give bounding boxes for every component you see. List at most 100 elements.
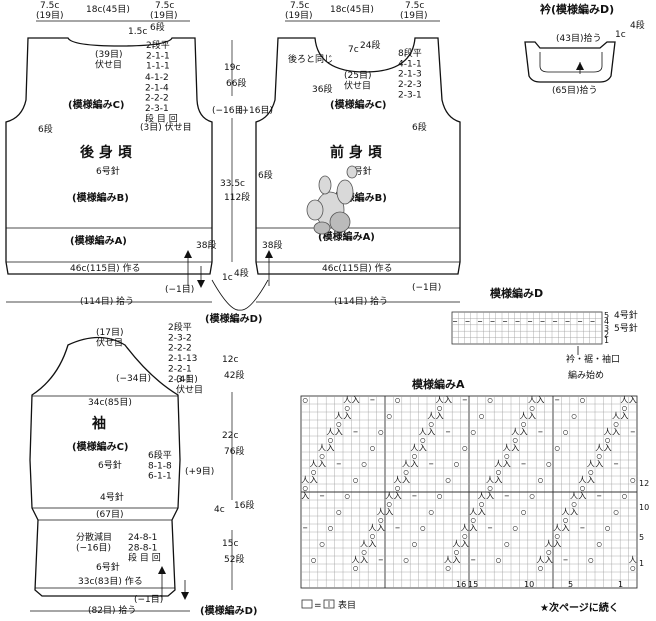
svg-text:○: ○ xyxy=(479,500,484,509)
pattern-d-title: 模様編みD xyxy=(490,286,543,300)
front-minus-one: (−1目) xyxy=(412,282,441,293)
back-top-left-sts: (19目) xyxy=(36,10,63,21)
svg-text:入: 入 xyxy=(427,428,435,437)
svg-text:−: − xyxy=(515,317,520,326)
svg-text:○: ○ xyxy=(303,484,308,493)
back-rib-rows: 38段 xyxy=(196,239,216,251)
svg-text:○: ○ xyxy=(320,540,325,549)
svg-text:○: ○ xyxy=(370,532,375,541)
sleeve-cap-bind2: (4目)伏せ目 xyxy=(176,374,203,395)
svg-text:○: ○ xyxy=(471,428,476,437)
svg-text:○: ○ xyxy=(336,420,341,429)
svg-text:−: − xyxy=(555,396,560,405)
svg-text:入: 入 xyxy=(368,540,376,549)
svg-text:入: 入 xyxy=(620,412,628,421)
sleeve-minus-one: (−1目) xyxy=(134,594,163,605)
pattern-a-note: ★次ページに続く xyxy=(540,601,619,614)
svg-text:人: 人 xyxy=(528,396,536,405)
svg-text:−: − xyxy=(580,524,585,533)
collar-outer-pickup: (65目)拾う xyxy=(552,84,597,96)
svg-text:○: ○ xyxy=(563,428,568,437)
svg-text:人: 人 xyxy=(587,460,595,469)
pattern-d-needle4: 4号針 xyxy=(614,309,638,321)
front-side-rows: 6段 xyxy=(412,121,427,133)
svg-text:入: 入 xyxy=(570,508,578,517)
svg-text:○: ○ xyxy=(303,396,308,405)
svg-text:○: ○ xyxy=(521,420,526,429)
svg-text:−: − xyxy=(478,317,483,326)
sleeve-width: 34c(85目) xyxy=(88,397,132,408)
svg-text:○: ○ xyxy=(395,484,400,493)
svg-text:○: ○ xyxy=(429,420,434,429)
svg-text:○: ○ xyxy=(572,412,577,421)
svg-text:人: 人 xyxy=(520,412,528,421)
svg-text:○: ○ xyxy=(395,396,400,405)
center-dimensions: 19c 66段 33.5c 112段 1c 4段 (模様編みD) xyxy=(205,40,269,325)
svg-text:人: 人 xyxy=(326,428,334,437)
svg-text:−: − xyxy=(630,428,635,437)
svg-text:入: 入 xyxy=(494,476,502,485)
svg-text:○: ○ xyxy=(605,524,610,533)
cactus-motif xyxy=(306,165,358,235)
svg-text:人: 人 xyxy=(343,396,351,405)
front-top-right-cm: 7.5c xyxy=(405,1,424,11)
back-pickup: (114目) 拾う xyxy=(80,295,134,307)
pattern-d-grid: −−−−−−−−−−−− xyxy=(452,312,602,344)
svg-text:入: 入 xyxy=(511,444,519,453)
svg-text:−: − xyxy=(488,524,493,533)
collar-height-cm: 1c xyxy=(615,30,626,40)
svg-text:○: ○ xyxy=(546,460,551,469)
svg-text:○: ○ xyxy=(429,508,434,517)
svg-text:○: ○ xyxy=(328,436,333,445)
svg-text:入: 入 xyxy=(536,396,544,405)
collar-diagram: 衿(模様編みD) (43目)拾う (65目)拾う 1c 4段 xyxy=(524,2,645,96)
svg-text:入: 入 xyxy=(352,396,360,405)
sleeve-dist-dec: 分散減目(−16目) xyxy=(76,531,112,553)
svg-text:人: 人 xyxy=(612,412,620,421)
svg-text:人: 人 xyxy=(368,524,376,533)
svg-text:人: 人 xyxy=(570,492,578,501)
pattern-d-chart: 模様編みD −−−−−−−−−−−− 4号針 5号針 5 4 3 2 1 衿・裾… xyxy=(451,286,638,381)
svg-text:−: − xyxy=(521,460,526,469)
svg-text:入: 入 xyxy=(402,476,410,485)
svg-text:○: ○ xyxy=(437,404,442,413)
front-side-rows-2: 6段 xyxy=(258,169,273,181)
pattern-a-legend-label: 表目 xyxy=(338,599,356,611)
svg-text:入: 入 xyxy=(318,460,326,469)
svg-text:入: 入 xyxy=(486,492,494,501)
svg-text:入: 入 xyxy=(394,492,402,501)
svg-text:−: − xyxy=(465,317,470,326)
svg-text:○: ○ xyxy=(437,492,442,501)
pattern-a-title: 模様編みA xyxy=(412,377,465,391)
svg-text:入: 入 xyxy=(520,428,528,437)
svg-text:○: ○ xyxy=(588,556,593,565)
svg-text:入: 入 xyxy=(461,540,469,549)
svg-text:○: ○ xyxy=(412,452,417,461)
svg-text:○: ○ xyxy=(362,548,367,557)
svg-text:○: ○ xyxy=(462,444,467,453)
svg-text:○: ○ xyxy=(412,540,417,549)
svg-text:−: − xyxy=(370,396,375,405)
back-side-rows: 6段 xyxy=(38,123,53,135)
pattern-d-row-1: 1 xyxy=(604,336,609,345)
svg-text:−: − xyxy=(538,428,543,437)
svg-text:○: ○ xyxy=(328,524,333,533)
svg-text:入: 入 xyxy=(612,428,620,437)
svg-text:人: 人 xyxy=(377,508,385,517)
sleeve-cast-on: 33c(83目) 作る xyxy=(78,575,143,587)
front-neck-bind: (25目)伏せ目 xyxy=(344,70,371,91)
sleeve-upper-rows: 76段 xyxy=(224,445,244,457)
front-same-as-back: 後ろと同じ xyxy=(288,53,333,65)
svg-text:−: − xyxy=(353,428,358,437)
svg-text:人: 人 xyxy=(419,428,427,437)
svg-text:人: 人 xyxy=(511,428,519,437)
svg-text:○: ○ xyxy=(420,524,425,533)
back-title: 後 身 頃 xyxy=(80,144,133,161)
svg-text:○: ○ xyxy=(446,476,451,485)
svg-text:○: ○ xyxy=(311,556,316,565)
svg-text:○: ○ xyxy=(345,492,350,501)
svg-text:入: 入 xyxy=(503,460,511,469)
